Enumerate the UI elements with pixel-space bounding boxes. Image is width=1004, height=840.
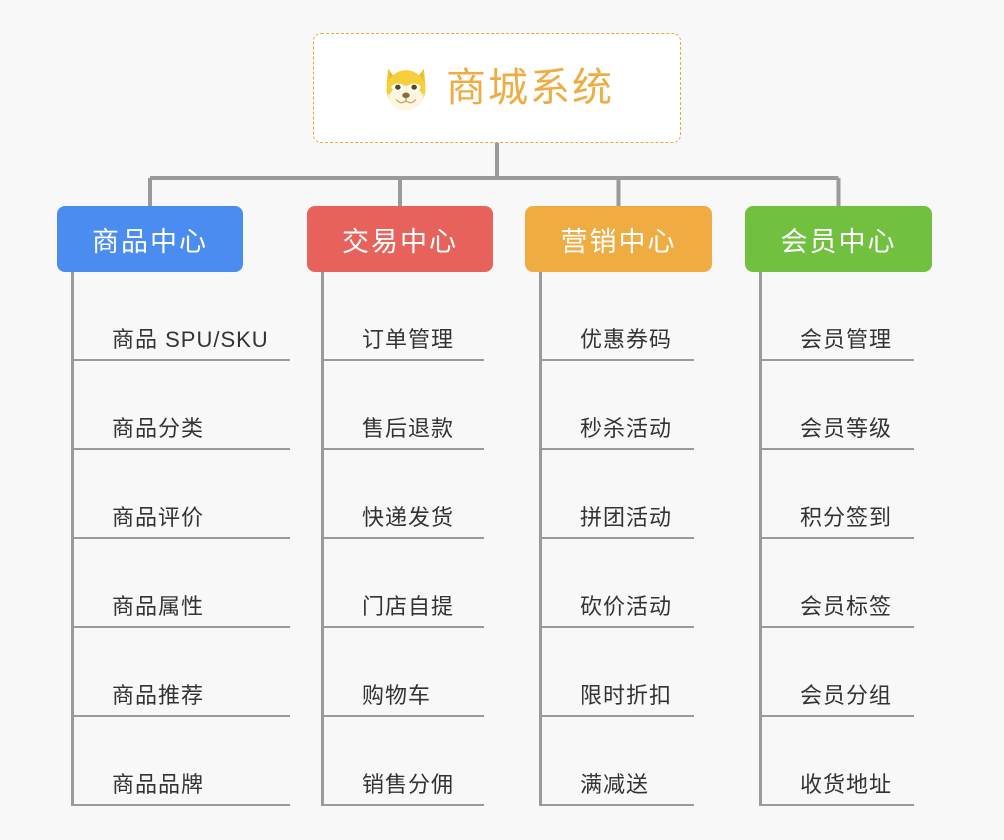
category-node-3[interactable]: 营销中心 (525, 206, 712, 272)
category-label: 交易中心 (342, 226, 458, 257)
leaf-item[interactable]: 商品分类 (71, 361, 290, 450)
leaf-underline (74, 537, 290, 539)
category-label: 会员中心 (780, 226, 897, 257)
leaf-item[interactable]: 商品属性 (71, 539, 290, 628)
leaf-label: 商品分类 (112, 416, 205, 441)
leaf-item[interactable]: 售后退款 (321, 361, 484, 450)
leaf-underline (762, 537, 914, 539)
leaf-label: 商品 SPU/SKU (112, 327, 269, 352)
leaf-item[interactable]: 积分签到 (759, 450, 914, 539)
leaf-underline (542, 448, 694, 450)
leaf-underline (542, 626, 694, 628)
leaf-label: 会员标签 (800, 594, 893, 619)
category-node-4[interactable]: 会员中心 (745, 206, 932, 272)
leaf-underline (324, 626, 484, 628)
leaf-underline (762, 448, 914, 450)
leaf-column-3: 优惠券码秒杀活动拼团活动砍价活动限时折扣满减送 (539, 272, 694, 806)
leaf-label: 快递发货 (362, 505, 455, 530)
leaf-underline (542, 537, 694, 539)
leaf-label: 商品评价 (112, 505, 205, 530)
leaf-item[interactable]: 会员等级 (759, 361, 914, 450)
leaf-item[interactable]: 秒杀活动 (539, 361, 694, 450)
leaf-item[interactable]: 快递发货 (321, 450, 484, 539)
leaf-underline (74, 804, 290, 806)
category-node-2[interactable]: 交易中心 (307, 206, 493, 272)
leaf-item[interactable]: 拼团活动 (539, 450, 694, 539)
leaf-item[interactable]: 收货地址 (759, 717, 914, 806)
leaf-label: 门店自提 (362, 594, 455, 619)
leaf-label: 积分签到 (800, 505, 893, 530)
leaf-item[interactable]: 商品品牌 (71, 717, 290, 806)
leaf-item[interactable]: 购物车 (321, 628, 484, 717)
leaf-label: 售后退款 (362, 416, 455, 441)
leaf-underline (762, 715, 914, 717)
leaf-column-4: 会员管理会员等级积分签到会员标签会员分组收货地址 (759, 272, 914, 806)
leaf-underline (74, 626, 290, 628)
leaf-item[interactable]: 限时折扣 (539, 628, 694, 717)
category-label: 营销中心 (560, 226, 677, 257)
leaf-label: 商品属性 (112, 594, 205, 619)
leaf-item[interactable]: 销售分佣 (321, 717, 484, 806)
leaf-label: 订单管理 (362, 327, 455, 352)
category-label: 商品中心 (92, 226, 208, 257)
leaf-label: 会员分组 (800, 683, 893, 708)
leaf-label: 优惠券码 (580, 327, 673, 352)
leaf-label: 销售分佣 (362, 772, 455, 797)
leaf-label: 会员管理 (800, 327, 893, 352)
leaf-label: 砍价活动 (580, 594, 673, 619)
leaf-item[interactable]: 优惠券码 (539, 272, 694, 361)
leaf-underline (762, 626, 914, 628)
leaf-underline (542, 804, 694, 806)
shiba-dog-icon (386, 68, 426, 111)
leaf-underline (762, 359, 914, 361)
leaf-underline (542, 715, 694, 717)
leaf-underline (324, 448, 484, 450)
leaf-item[interactable]: 会员标签 (759, 539, 914, 628)
leaf-label: 收货地址 (800, 772, 893, 797)
leaf-item[interactable]: 门店自提 (321, 539, 484, 628)
leaf-label: 购物车 (362, 683, 432, 708)
leaf-item[interactable]: 商品推荐 (71, 628, 290, 717)
root-node[interactable]: 商城系统 (313, 33, 681, 143)
leaf-underline (324, 804, 484, 806)
leaf-item[interactable]: 商品 SPU/SKU (71, 272, 290, 361)
leaf-underline (762, 804, 914, 806)
leaf-item[interactable]: 满减送 (539, 717, 694, 806)
category-node-1[interactable]: 商品中心 (57, 206, 243, 272)
leaf-underline (324, 537, 484, 539)
leaf-underline (324, 715, 484, 717)
leaf-underline (74, 359, 290, 361)
leaf-underline (74, 448, 290, 450)
leaf-column-2: 订单管理售后退款快递发货门店自提购物车销售分佣 (321, 272, 484, 806)
leaf-underline (324, 359, 484, 361)
leaf-underline (542, 359, 694, 361)
leaf-item[interactable]: 会员管理 (759, 272, 914, 361)
leaf-label: 商品品牌 (112, 772, 205, 797)
leaf-item[interactable]: 砍价活动 (539, 539, 694, 628)
leaf-item[interactable]: 商品评价 (71, 450, 290, 539)
leaf-label: 会员等级 (800, 416, 893, 441)
leaf-label: 限时折扣 (580, 683, 673, 708)
leaf-column-1: 商品 SPU/SKU 商品分类商品评价商品属性商品推荐商品品牌 (71, 272, 290, 806)
leaf-label: 满减送 (580, 772, 650, 797)
leaf-underline (74, 715, 290, 717)
leaf-label: 秒杀活动 (580, 416, 673, 441)
leaf-label: 拼团活动 (580, 505, 673, 530)
root-title: 商城系统 (446, 66, 614, 110)
leaf-item[interactable]: 订单管理 (321, 272, 484, 361)
leaf-label: 商品推荐 (112, 683, 205, 708)
leaf-item[interactable]: 会员分组 (759, 628, 914, 717)
